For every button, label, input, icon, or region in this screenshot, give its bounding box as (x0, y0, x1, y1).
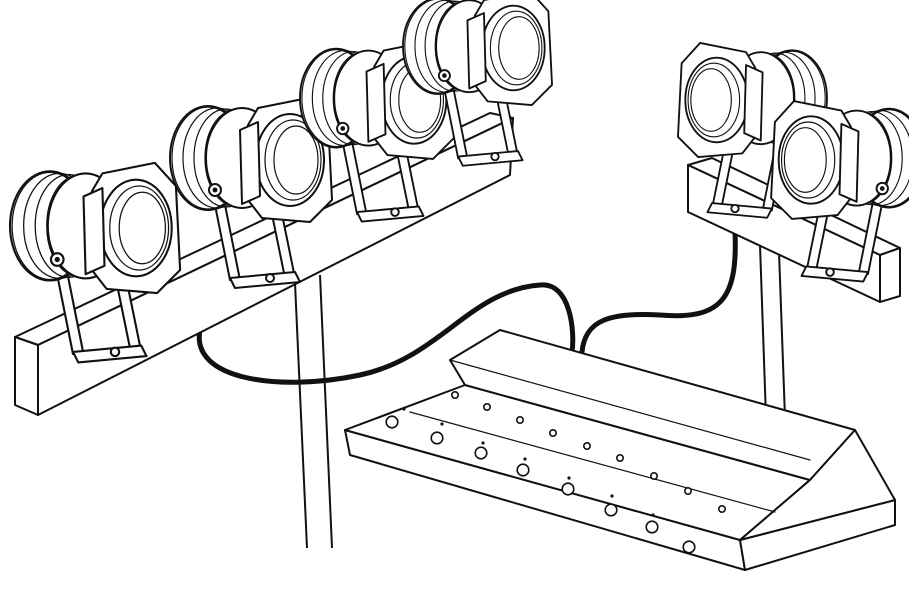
left-fixtures (8, 0, 553, 364)
right-stand-pole (759, 244, 786, 419)
right-cable (579, 229, 738, 355)
controller-large-button (645, 520, 659, 534)
left-cable (196, 282, 576, 385)
controller-small-button (450, 390, 459, 399)
controller-small-button (515, 415, 524, 424)
controller-led-dot (567, 476, 571, 480)
controller-small-button (717, 504, 726, 513)
controller-large-button (474, 446, 488, 460)
par-can-fixture (402, 0, 553, 167)
controller-led-dot (481, 441, 485, 445)
par-can-fixture (299, 40, 455, 223)
controller-large-button (430, 431, 444, 445)
controller-small-button (548, 428, 557, 437)
controller-small-button (482, 402, 491, 411)
controller-led-dot (523, 457, 527, 461)
controller-large-button (604, 503, 618, 517)
left-stand-pole (294, 274, 333, 549)
controller-large-button (561, 482, 575, 496)
controller-led-dot (402, 407, 406, 411)
controller-large-button (385, 415, 399, 429)
controller-led-dot (440, 422, 444, 426)
dmx-controller (344, 329, 896, 571)
par-can-fixture (770, 100, 909, 283)
controller-small-button (582, 441, 591, 450)
controller-large-button (516, 463, 530, 477)
controller-led-dot (651, 513, 655, 517)
controller-large-button (682, 540, 696, 554)
right-fixtures (677, 42, 909, 283)
controller-small-button (649, 471, 658, 480)
controller-small-button (615, 453, 624, 462)
par-can-fixture (8, 161, 182, 364)
par-can-fixture (169, 97, 333, 289)
controller-led-dot (610, 494, 614, 498)
controller-small-button (683, 486, 692, 495)
controller-buttons (385, 390, 726, 554)
